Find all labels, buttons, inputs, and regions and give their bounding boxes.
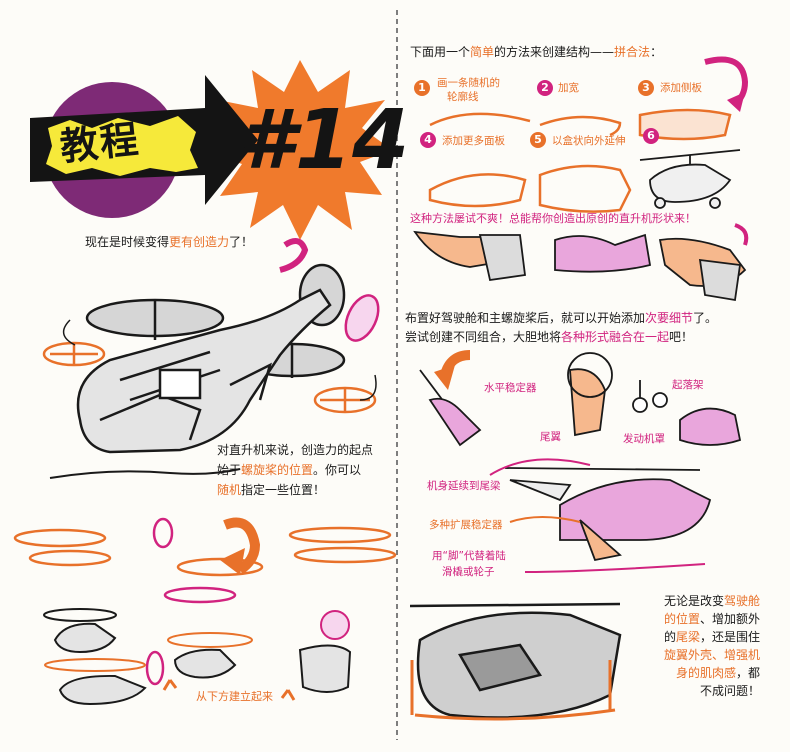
intro-pre: 现在是时候变得: [85, 235, 170, 249]
step-2-label: 加宽: [558, 82, 579, 94]
tutorial-number: #14: [238, 93, 410, 188]
method-post: ：: [650, 45, 663, 59]
detail-line1: 布置好驾驶舱和主螺旋桨后，就可以开始添加次要细节了。: [405, 309, 717, 328]
closing-line6: 不成问题！: [699, 684, 760, 698]
parts-sketches: [419, 352, 742, 562]
step-5-label: 以盒状向外延伸: [552, 135, 626, 147]
closing-line4-mid: 、: [711, 648, 724, 662]
detail-line2-pre: 尝试创建不同组合，大胆地将: [405, 330, 562, 344]
method-text: 下面用一个简单的方法来创建结构——拼合法：: [410, 43, 662, 61]
detail-line1-post: 了。: [693, 311, 718, 325]
tutorial-badge: 教程: [57, 116, 143, 170]
heli-note-line3-highlight: 随机: [217, 483, 242, 497]
detail-line1-pre: 布置好驾驶舱和主螺旋桨后，就可以开始添加: [405, 311, 646, 325]
closing-line4-highlight2: 增强机: [723, 648, 760, 662]
intro-post: 了！: [229, 235, 254, 249]
intro-text: 现在是时候变得更有创造力了！: [85, 233, 253, 251]
step-sketches: [428, 108, 732, 213]
step-3-number: 3: [638, 80, 654, 96]
label-skids-line1: 用“脚”代替着陆: [432, 550, 506, 562]
detail-line1-highlight: 次要细节: [645, 311, 694, 325]
step-6-number: 6: [643, 128, 659, 144]
small-helicopters: [43, 608, 352, 706]
step-3-label: 添加侧板: [660, 82, 702, 94]
detail-line2: 尝试创建不同组合，大胆地将各种形式融合在一起吧！: [405, 328, 717, 347]
step-4-label: 添加更多面板: [442, 135, 505, 147]
closing-line1-highlight: 驾驶舱: [723, 594, 760, 608]
step-1-label-line1: 画一条随机的: [437, 77, 500, 89]
label-skids-line2: 滑橇或轮子: [442, 566, 495, 578]
closing-text: 无论是改变驾驶舱 的位置、增加额外 的尾梁，还是围住 旋翼外壳、增强机 身的肌肉…: [630, 592, 760, 700]
shape-variations: [413, 230, 747, 302]
bottom-arrow: [223, 517, 261, 575]
step-1-number: 1: [414, 80, 430, 96]
closing-line3-pre: 的: [663, 630, 676, 644]
armored-helicopter: [409, 602, 622, 719]
method-mid: 的方法来创建结构——: [494, 45, 615, 59]
detail-line2-highlight: 各种形式融合在一起: [561, 330, 670, 344]
closing-line4-highlight: 旋翼外壳: [663, 648, 712, 662]
method-highlight-simple: 简单: [470, 45, 495, 59]
rotor-ovals-bottom: [13, 526, 397, 577]
label-horizontal-stabilizer: 水平稳定器: [484, 382, 537, 394]
header-burst: [208, 60, 392, 240]
closing-line2: 的位置、增加额外: [630, 610, 760, 628]
label-skids: 用“脚”代替着陆 滑橇或轮子: [432, 548, 506, 580]
closing-line4: 旋翼外壳、增强机: [630, 646, 760, 664]
detail-line2-post: 吧！: [669, 330, 694, 344]
heli-note-line1: 对直升机来说，创造力的起点: [217, 443, 374, 457]
hero-pink-rotor: [344, 294, 380, 342]
closing-line1: 无论是改变驾驶舱: [630, 592, 760, 610]
closing-line3-post: ，还是围住: [699, 630, 760, 644]
heli-note-line2: 始于螺旋桨的位置。你可以: [217, 460, 373, 480]
heli-note: 对直升机来说，创造力的起点 始于螺旋桨的位置。你可以 随机指定一些位置！: [217, 440, 373, 500]
step-2-number: 2: [537, 80, 553, 96]
method-pre: 下面用一个: [410, 45, 471, 59]
rotor-ovals-pink: [145, 517, 237, 686]
heli-note-line3: 随机指定一些位置！: [217, 480, 373, 500]
method-note: 这种方法屡试不爽！总能帮你创造出原创的直升机形状来！: [410, 212, 696, 225]
intro-arrow: [279, 238, 309, 273]
step6-helicopter: [639, 149, 741, 209]
closing-line5-highlight: 身的肌肉感: [675, 666, 736, 680]
method-highlight-technique: 拼合法: [614, 45, 651, 59]
intro-highlight: 更有创造力: [169, 235, 230, 249]
label-landing-gear: 起落架: [672, 379, 704, 391]
step-5-number: 5: [530, 132, 546, 148]
heli-note-line2-post: 。你可以: [313, 463, 362, 477]
label-tail-boom: 机身延续到尾梁: [427, 480, 501, 492]
closing-line2-highlight: 的位置: [663, 612, 700, 626]
label-extended-stabilizer: 多种扩展稳定器: [429, 519, 503, 531]
step-1-label-line2: 轮廓线: [447, 91, 479, 103]
hero-helicopter: [76, 263, 346, 454]
label-wing: 尾翼: [540, 431, 561, 443]
heli-note-line2-highlight: 螺旋桨的位置: [241, 463, 314, 477]
closing-line5-post: ，都: [735, 666, 760, 680]
closing-line3-highlight: 尾梁: [675, 630, 700, 644]
detail-text: 布置好驾驶舱和主螺旋桨后，就可以开始添加次要细节了。 尝试创建不同组合，大胆地将…: [405, 309, 717, 347]
closing-line2-post: 、增加额外: [699, 612, 760, 626]
closing-line5: 身的肌肉感，都: [630, 664, 760, 682]
header-splash: [46, 116, 198, 176]
label-engine-cover: 发动机罩: [623, 433, 665, 445]
step-4-number: 4: [420, 132, 436, 148]
armored-orange: [410, 660, 616, 721]
build-from-below-label: 从下方建立起来: [196, 690, 273, 703]
closing-line3: 的尾梁，还是围住: [630, 628, 760, 646]
closing-line1-pre: 无论是改变: [663, 594, 724, 608]
heli-note-line3-post: 指定一些位置！: [241, 483, 326, 497]
step-1-label: 画一条随机的 轮廓线: [437, 76, 500, 104]
heli-note-line2-pre: 始于: [217, 463, 242, 477]
